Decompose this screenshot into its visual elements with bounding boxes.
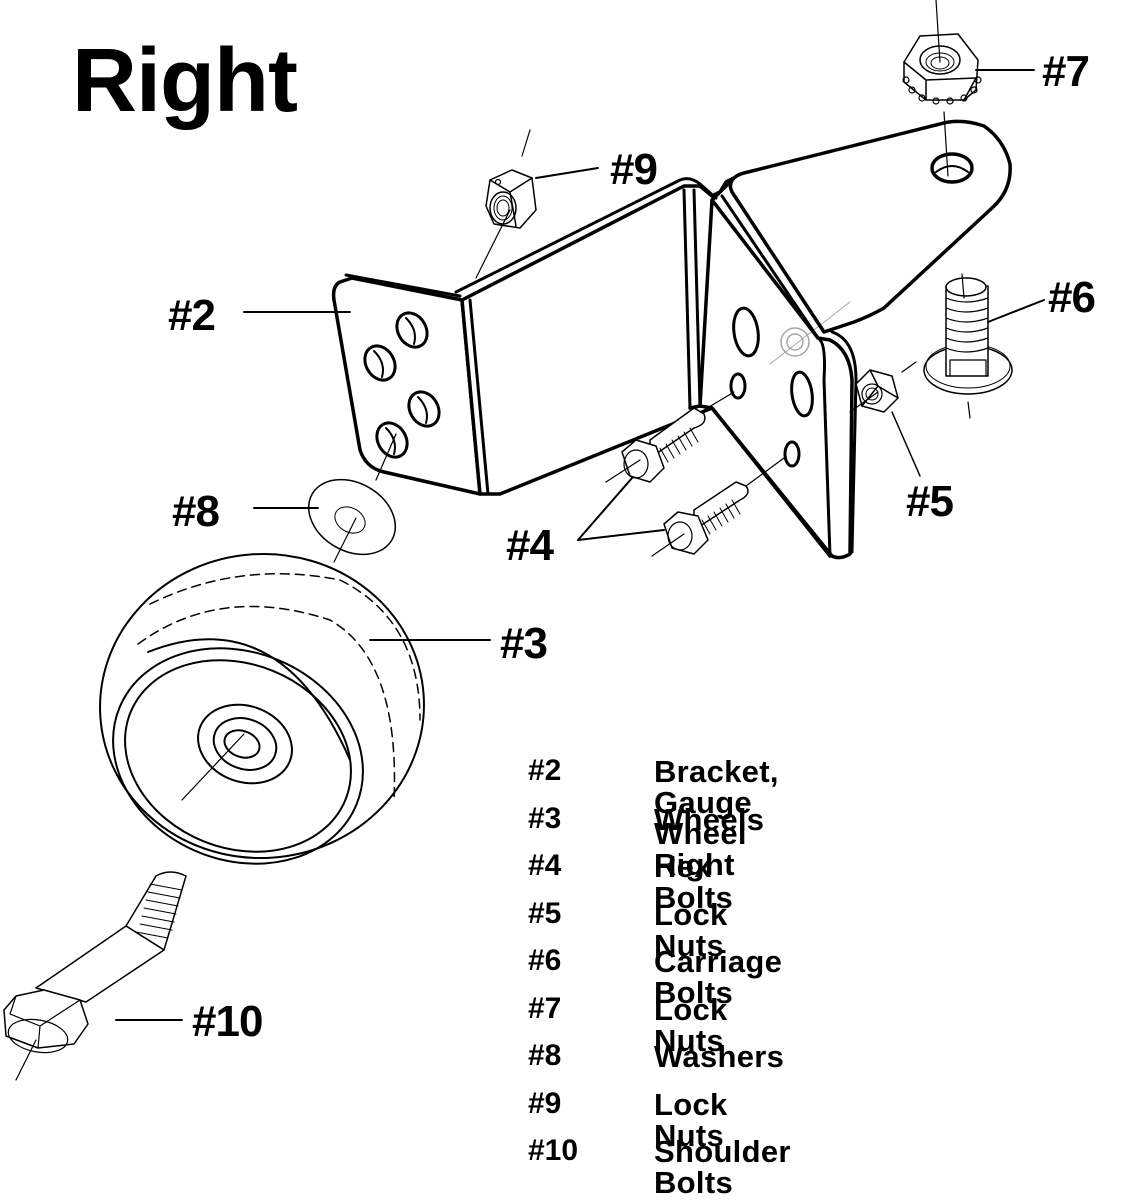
legend-description: Washers [654,1039,785,1074]
hex-bolt-part-4a [605,391,735,483]
leader-line-4 [577,477,665,541]
wheel-part-3 [99,552,425,865]
legend-number: #7 [528,991,562,1025]
legend-number: #5 [528,896,562,930]
bracket-part-2 [331,119,1012,560]
leader-lines [115,69,1045,1021]
carriage-bolt-part-6 [901,273,1013,419]
callout-7: #7 [1042,47,1090,96]
lock-nut-part-5 [849,369,921,477]
legend-description: Lock Nuts [654,896,728,963]
legend-number: #6 [528,944,562,977]
legend-number: #10 [528,1134,579,1167]
callout-6: #6 [1048,273,1096,322]
washer-part-8 [307,433,397,563]
legend-description: Carriage Bolts [654,944,783,1010]
legend-description: Lock Nuts [654,1086,728,1153]
legend-description: Hex Bolts [654,849,733,915]
legend-number: #9 [528,1086,562,1120]
callout-2: #2 [168,291,216,340]
lock-nut-part-7 [902,0,982,177]
lock-nut-part-9 [475,129,537,279]
callout-5: #5 [906,477,954,526]
legend-number: #2 [528,754,562,787]
legend-number: #3 [528,801,562,835]
legend-number: #8 [528,1039,562,1072]
hex-bolt-part-4b [651,457,785,557]
callout-9: #9 [610,145,658,194]
legend-description: Shoulder Bolts [654,1134,791,1200]
legend-number: #4 [528,849,562,882]
callout-10: #10 [192,997,263,1046]
callout-8: #8 [172,487,220,536]
legend-description: Bracket, Gauge Wheel Right [654,754,779,882]
page-title: Right [72,31,298,131]
shoulder-bolt-part-10 [3,871,187,1081]
legend-description: Wheels [654,801,765,837]
legend-description: Lock Nuts [654,991,728,1058]
callout-3: #3 [500,619,548,668]
callout-4: #4 [506,521,554,570]
